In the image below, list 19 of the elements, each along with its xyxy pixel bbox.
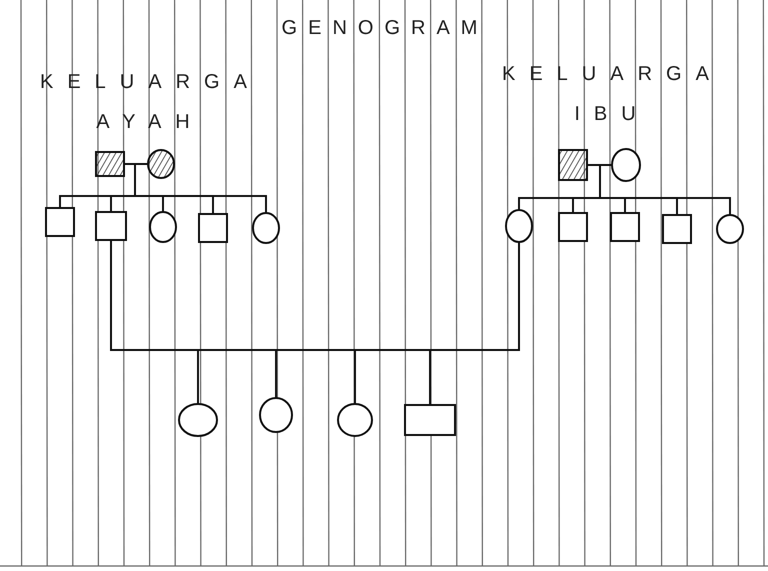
male-square <box>403 403 457 437</box>
male-square <box>557 211 589 243</box>
female-circle <box>336 402 374 438</box>
female-circle <box>177 402 219 438</box>
male-square <box>609 211 641 243</box>
male-square <box>197 212 229 244</box>
shaded-female-circle <box>146 148 176 180</box>
male-square <box>44 206 76 238</box>
female-circle <box>610 147 642 183</box>
female-circle <box>504 208 534 244</box>
female-circle <box>258 396 294 434</box>
female-circle <box>251 211 281 245</box>
male-square <box>94 210 128 242</box>
female-circle <box>715 213 745 245</box>
relationship-line <box>429 242 520 405</box>
shaded-male-square <box>94 150 126 178</box>
shaded-male-square <box>557 148 589 182</box>
female-circle <box>148 210 178 244</box>
male-square <box>661 213 693 245</box>
